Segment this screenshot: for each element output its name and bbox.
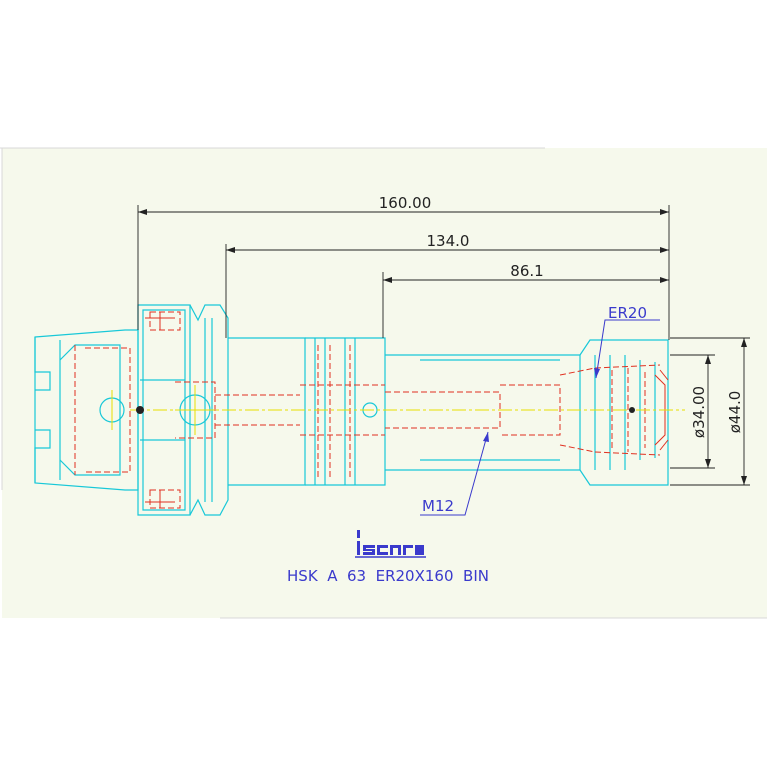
leader-arrow-m12: [483, 432, 489, 442]
dim-length-86: 86.1: [510, 262, 543, 280]
iscar-logo: [355, 530, 426, 558]
gauge-point-right: [629, 407, 635, 413]
dimension-lines: [137, 205, 750, 486]
leader-lines: [420, 319, 660, 516]
label-thread: M12: [422, 497, 454, 515]
dim-overall-length: 160.00: [379, 194, 432, 212]
gauge-point-left: [136, 406, 144, 414]
dim-diameter-44: ø44.0: [726, 391, 744, 434]
leader-arrow-er20: [594, 368, 600, 378]
tool-designation: HSK A 63 ER20X160 BIN: [287, 567, 489, 585]
label-collet: ER20: [608, 304, 647, 322]
dim-length-134: 134.0: [427, 232, 470, 250]
hidden-lines: [74, 311, 661, 509]
dimension-arrows: [138, 209, 747, 485]
dim-diameter-34: ø34.00: [690, 386, 708, 438]
